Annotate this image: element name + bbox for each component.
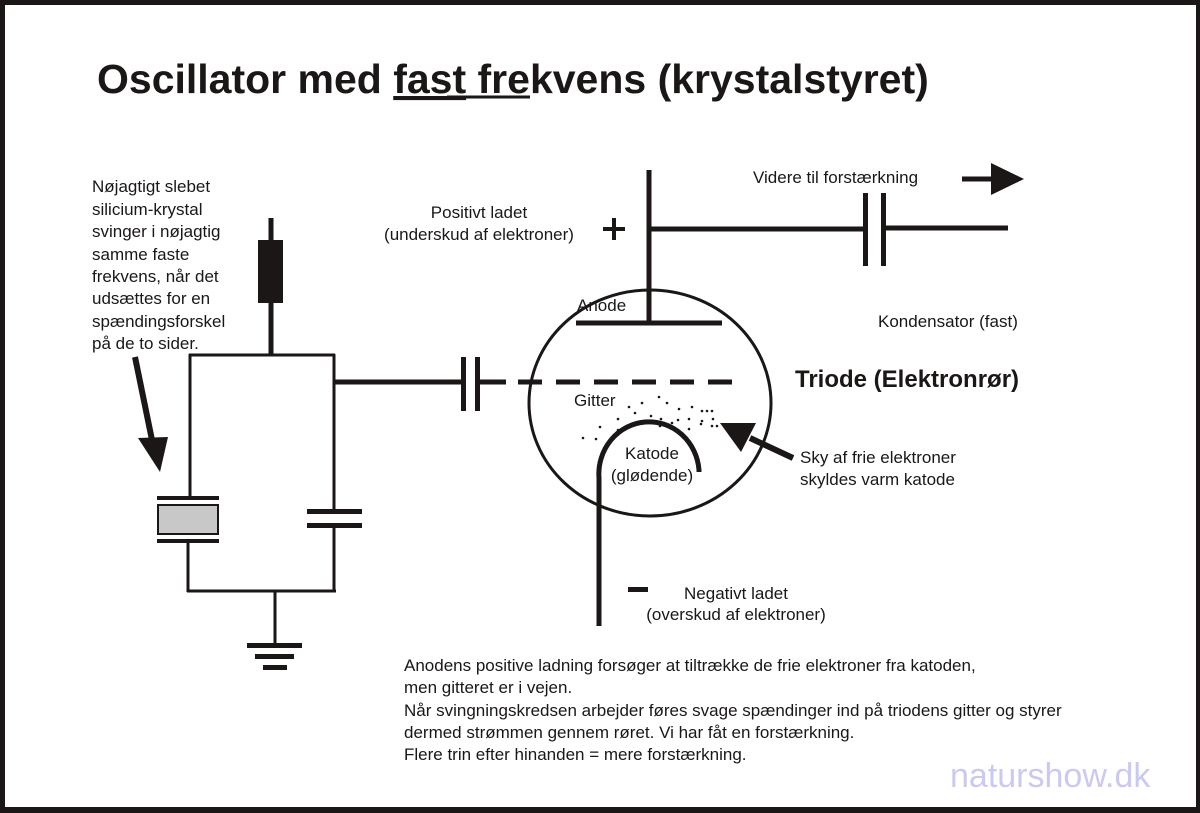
crystal-note: Nøjagtigt slebet silicium-krystal svinge… — [92, 177, 225, 353]
explanation-line: dermed strømmen gennem røret. Vi har fåt… — [404, 723, 854, 742]
triode-label: Triode (Elektronrør) — [795, 366, 1019, 393]
crystal-note-line: svinger i nøjagtig — [92, 222, 221, 241]
explanation-line: Anodens positive ladning forsøger at til… — [404, 656, 976, 675]
anode-electrode — [576, 170, 722, 326]
explanation-line: Når svingningskredsen arbejder føres sva… — [404, 701, 1062, 720]
output-coupling — [647, 193, 1008, 266]
output-label: Videre til forstærkning — [753, 168, 918, 187]
crystal-note-line: på de to sider. — [92, 334, 199, 353]
svg-text:(underskud af elektroner): (underskud af elektroner) — [384, 225, 574, 244]
electron-cloud-label: Sky af frie elektroner skyldes varm kato… — [800, 448, 956, 489]
crystal-note-line: samme faste — [92, 245, 189, 264]
crystal-note-line: udsættes for en — [92, 289, 210, 308]
svg-text:(glødende): (glødende) — [611, 466, 693, 485]
tank-capacitor — [307, 509, 362, 528]
resistor — [258, 218, 283, 356]
svg-text:Negativt ladet: Negativt ladet — [684, 584, 788, 603]
grid-coupling — [334, 357, 506, 411]
negative-label: Negativt ladet (overskud af elektroner) — [646, 584, 826, 624]
explanation-line: Flere trin efter hinanden = mere forstær… — [404, 745, 747, 764]
diagram-title: Oscillator med fast frekvens (krystalsty… — [97, 56, 929, 102]
electron-cloud — [581, 395, 719, 441]
svg-text:Sky af frie elektroner: Sky af frie elektroner — [800, 448, 956, 467]
watermark: naturshow.dk — [950, 757, 1151, 795]
cathode-electrode — [596, 419, 702, 626]
tank-circuit — [186, 353, 336, 593]
explanation-text: Anodens positive ladning forsøger at til… — [404, 656, 1062, 764]
minus-sign-icon — [628, 587, 648, 592]
crystal-note-line: silicium-krystal — [92, 200, 203, 219]
svg-text:(overskud af elektroner): (overskud af elektroner) — [646, 605, 826, 624]
grid-label: Gitter — [574, 391, 616, 410]
ground-symbol — [247, 591, 302, 670]
quartz-crystal — [157, 496, 219, 543]
svg-text:Positivt ladet: Positivt ladet — [431, 203, 528, 222]
crystal-note-line: spændingsforskel — [92, 312, 225, 331]
output-arrow-icon — [962, 163, 1024, 195]
cathode-label: Katode (glødende) — [611, 444, 693, 485]
svg-text:skyldes varm katode: skyldes varm katode — [800, 470, 955, 489]
explanation-line: men gitteret er i vejen. — [404, 678, 572, 697]
positive-label: Positivt ladet (underskud af elektroner) — [384, 203, 574, 244]
capacitor-label: Kondensator (fast) — [878, 312, 1018, 331]
plus-sign-icon — [603, 218, 625, 240]
svg-text:Katode: Katode — [625, 444, 679, 463]
anode-label: Anode — [577, 296, 626, 315]
electron-cloud-pointer-arrow — [720, 423, 795, 461]
crystal-note-line: Nøjagtigt slebet — [92, 177, 210, 196]
crystal-pointer-arrow — [132, 356, 168, 472]
crystal-note-line: frekvens, når det — [92, 267, 219, 286]
